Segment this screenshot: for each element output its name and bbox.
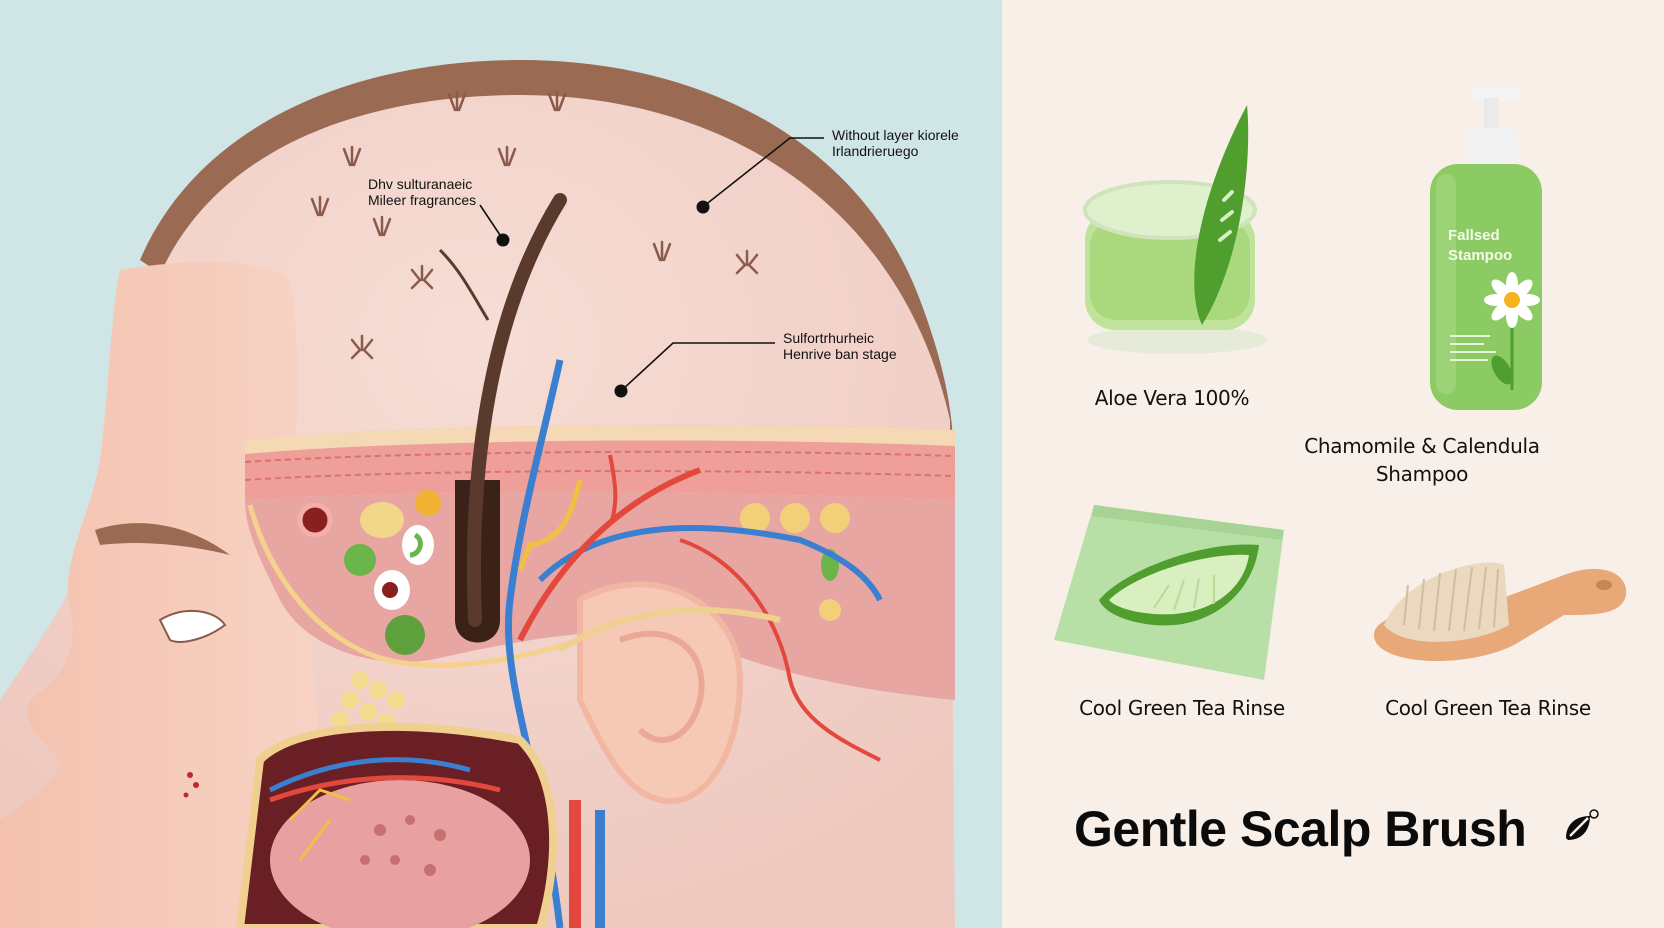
callout-1-line2: Mileer fragrances <box>368 192 477 208</box>
callout-label-dry-scalp: Dhv sulturanaeic Mileer fragrances <box>368 176 476 208</box>
shampoo-label-line2: Shampoo <box>1375 462 1469 486</box>
bottle-text-line1: Fallsed <box>1448 227 1500 244</box>
head-cross-section-graphic <box>0 60 956 928</box>
shampoo-bottle-icon: Fallsed Stampoo <box>1430 88 1542 410</box>
scalp-anatomy-illustration: Dhv sulturanaeic Mileer fragrances Witho… <box>0 0 1002 928</box>
callout-label-dermis: Sulfortrhurheic Henrive ban stage <box>783 330 897 362</box>
product-label-rinse: Cool Green Tea Rinse <box>1079 696 1285 720</box>
product-scalp-brush <box>1364 555 1634 675</box>
product-label-brush: Cool Green Tea Rinse <box>1385 696 1591 720</box>
brush-icon <box>1374 562 1627 662</box>
product-recommendations-panel: Aloe Vera 100% Fallsed Stampoo <box>1002 0 1664 928</box>
green-cloth-aloe-slice-icon <box>1054 505 1284 680</box>
callout-label-upper-layer: Without layer kiorele Irlandrieruego <box>832 127 959 159</box>
aloe-jar-icon <box>1083 105 1267 354</box>
product-label-aloe: Aloe Vera 100% <box>1094 386 1250 410</box>
callout-2-line2: Irlandrieruego <box>832 143 919 159</box>
product-chamomile-shampoo: Fallsed Stampoo <box>1422 88 1552 418</box>
headline-title: Gentle Scalp Brush <box>1074 801 1527 857</box>
callout-2-line1: Without layer kiorele <box>832 127 959 143</box>
shampoo-label-line1: Chamomile & Calendula <box>1304 434 1540 458</box>
product-aloe-vera <box>1082 100 1272 360</box>
bottle-text-line2: Stampoo <box>1448 247 1512 264</box>
product-label-shampoo: Chamomile & Calendula Shampoo <box>1272 432 1572 488</box>
leaf-badge-icon <box>1566 809 1599 840</box>
callout-3-line2: Henrive ban stage <box>783 346 897 362</box>
callout-1-line1: Dhv sulturanaeic <box>368 176 473 192</box>
callout-3-line1: Sulfortrhurheic <box>783 330 875 346</box>
product-green-tea-rinse <box>1054 500 1314 680</box>
